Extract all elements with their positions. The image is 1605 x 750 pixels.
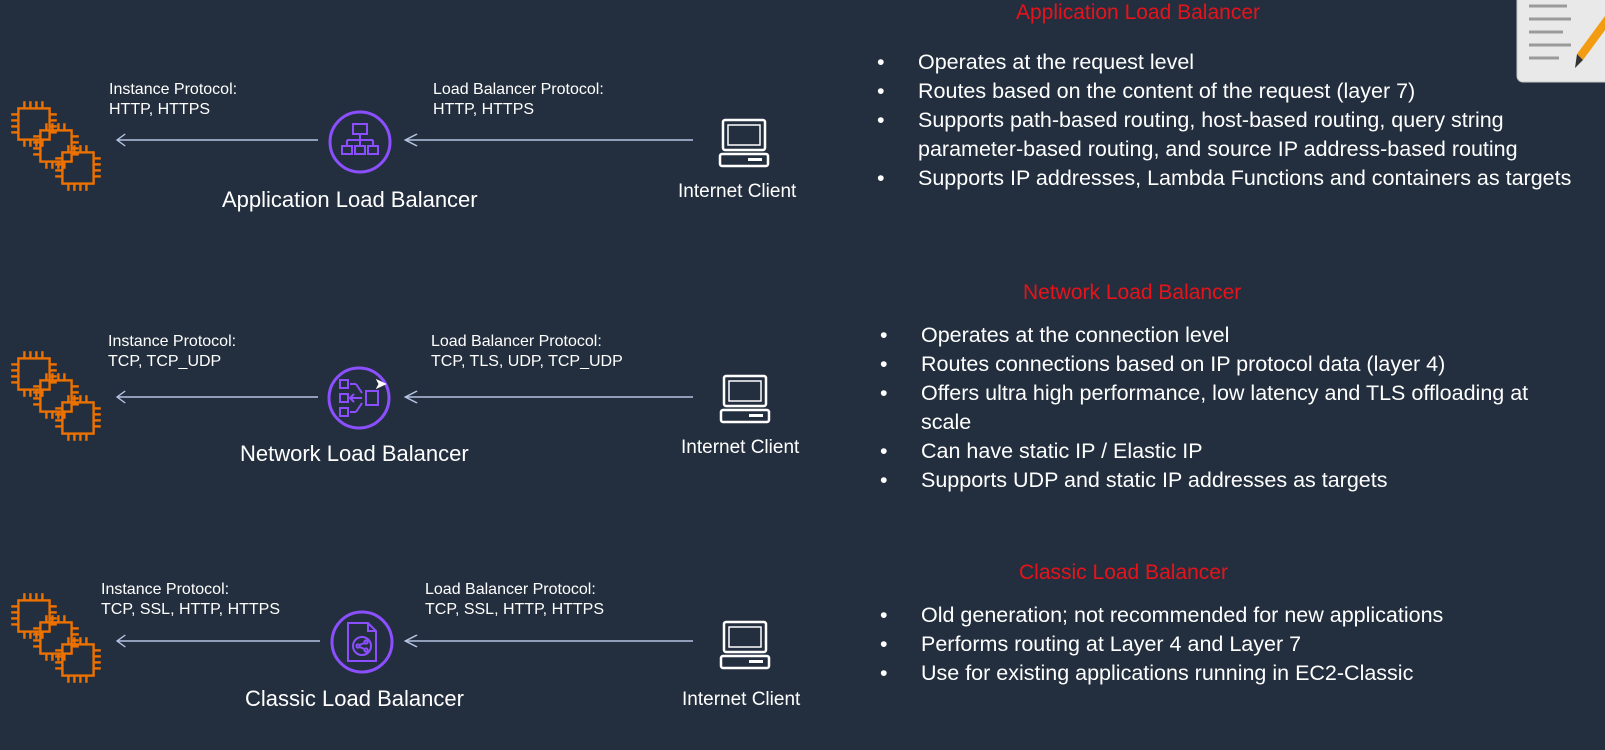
bullet-item: Routes connections based on IP protocol … (880, 350, 1580, 379)
lb-protocol-label: Load Balancer Protocol: (425, 581, 596, 598)
instance-protocol-value: HTTP, HTTPS (109, 101, 211, 118)
section-title: Classic Load Balancer (1019, 561, 1228, 584)
bullet-item: Old generation; not recommended for new … (880, 601, 1580, 630)
bullet-item: Operates at the connection level (880, 321, 1580, 350)
instance-protocol-label: Instance Protocol: (109, 81, 238, 98)
bullet-list: Operates at the request level Routes bas… (877, 48, 1592, 193)
bullet-item: Supports IP addresses, Lambda Functions … (877, 164, 1592, 193)
arrow-to-instances (116, 634, 320, 648)
bullet-item: Offers ultra high performance, low laten… (880, 379, 1580, 437)
instance-protocol-value: TCP, TCP_UDP (108, 353, 222, 370)
section-title: Application Load Balancer (1016, 1, 1261, 24)
application-load-balancer-icon (328, 110, 392, 174)
arrow-to-load-balancer (404, 389, 693, 405)
instance-protocol: Instance Protocol: HTTP, HTTPS (109, 80, 237, 120)
internet-client-icon (718, 118, 770, 168)
ec2-instances-icon (10, 100, 102, 192)
lb-protocol-value: TCP, TLS, UDP, TCP_UDP (431, 353, 623, 370)
arrow-to-instances (116, 390, 318, 404)
lb-protocol-value: HTTP, HTTPS (433, 101, 535, 118)
bullet-item: Operates at the request level (877, 48, 1592, 77)
arrow-to-load-balancer (404, 132, 693, 148)
internet-client-label: Internet Client (681, 437, 800, 458)
instance-protocol-value: TCP, SSL, HTTP, HTTPS (101, 601, 281, 618)
classic-load-balancer-icon (330, 610, 394, 674)
arrow-to-load-balancer (404, 633, 693, 649)
lb-protocol: Load Balancer Protocol: HTTP, HTTPS (433, 80, 604, 120)
bullet-item: Supports UDP and static IP addresses as … (880, 466, 1580, 495)
lb-protocol-label: Load Balancer Protocol: (431, 333, 602, 350)
instance-protocol: Instance Protocol: TCP, TCP_UDP (108, 332, 236, 372)
mouse-cursor-icon: ➤ (374, 376, 388, 393)
instance-protocol-label: Instance Protocol: (108, 333, 237, 350)
instance-protocol: Instance Protocol: TCP, SSL, HTTP, HTTPS (101, 580, 280, 620)
bullet-item: Can have static IP / Elastic IP (880, 437, 1580, 466)
ec2-instances-icon (10, 592, 102, 684)
lb-name: Application Load Balancer (222, 187, 478, 212)
bullet-item: Supports path-based routing, host-based … (877, 106, 1592, 164)
lb-protocol: Load Balancer Protocol: TCP, SSL, HTTP, … (425, 580, 604, 620)
internet-client-label: Internet Client (678, 181, 797, 202)
lb-name: Network Load Balancer (240, 441, 469, 466)
bullet-item: Routes based on the content of the reque… (877, 77, 1592, 106)
lb-protocol-label: Load Balancer Protocol: (433, 81, 604, 98)
internet-client-label: Internet Client (682, 689, 801, 710)
bullet-list: Operates at the connection level Routes … (880, 321, 1580, 495)
network-load-balancer-icon (327, 366, 391, 430)
internet-client-icon (719, 374, 771, 424)
bullet-list: Old generation; not recommended for new … (880, 601, 1580, 688)
lb-protocol: Load Balancer Protocol: TCP, TLS, UDP, T… (431, 332, 623, 372)
ec2-instances-icon (10, 350, 102, 442)
internet-client-icon (719, 620, 771, 670)
lb-name: Classic Load Balancer (245, 686, 464, 711)
instance-protocol-label: Instance Protocol: (101, 581, 230, 598)
bullet-item: Performs routing at Layer 4 and Layer 7 (880, 630, 1580, 659)
bullet-item: Use for existing applications running in… (880, 659, 1580, 688)
notes-editor-icon[interactable] (1515, 0, 1605, 84)
arrow-to-instances (116, 133, 318, 147)
lb-protocol-value: TCP, SSL, HTTP, HTTPS (425, 601, 605, 618)
section-title: Network Load Balancer (1023, 281, 1242, 304)
